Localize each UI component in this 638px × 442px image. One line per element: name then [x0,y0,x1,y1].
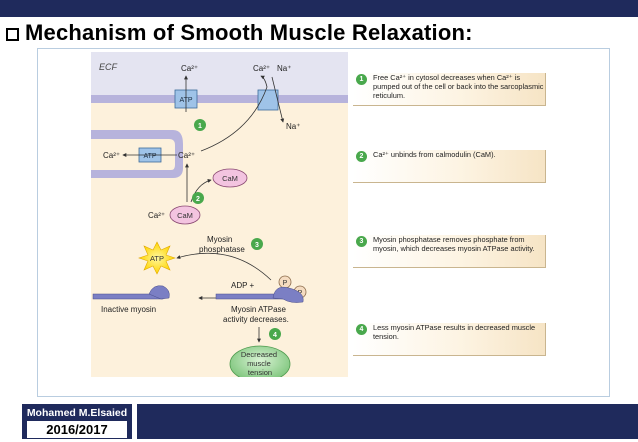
inactive-myosin-head [148,285,170,300]
note-1-text: Free Ca²⁺ in cytosol decreases when Ca²⁺… [373,73,544,100]
note-2-text: Ca²⁺ unbinds from calmodulin (CaM). [373,150,496,159]
bottom-banner [137,404,638,439]
note-3-text: Myosin phosphatase removes phosphate fro… [373,235,535,253]
note-2-shade [353,150,546,183]
ca-left-label: Ca²⁺ [103,151,120,160]
ca-top-left-label: Ca²⁺ [181,64,198,73]
na-top-label: Na⁺ [277,64,291,73]
cytosol-region [91,102,348,377]
note-3: 3 Myosin phosphatase removes phosphate f… [353,235,546,268]
decreased-tension-label: Decreased muscle tension [241,350,279,377]
author-name: Mohamed M.Elsaied [26,407,128,419]
step-2-badge [192,192,204,204]
step-1-badge [194,119,206,131]
step-2-number: 2 [196,196,200,203]
atp-star-label: ATP [150,254,164,263]
myosin-atpase-label: Myosin ATPase activity decreases. [223,305,289,324]
note-3-shade [353,235,546,268]
cam-upper-label: CaM [222,174,238,183]
ca-top-right-label: Ca²⁺ [253,64,270,73]
author-box: Mohamed M.Elsaied 2016/2017 [22,404,132,439]
arrow-cam-release [190,178,212,203]
ecf-region [91,52,348,95]
year-box: 2016/2017 [27,421,127,438]
slide-title: Mechanism of Smooth Muscle Relaxation: [6,20,473,46]
note-3-badge: 3 [356,236,367,247]
note-4-badge: 4 [356,324,367,335]
arrow-ca-out-exchanger [200,75,268,152]
note-4-text: Less myosin ATPase results in decreased … [373,323,536,341]
ca-cam-label: Ca²⁺ [148,211,165,220]
phosphate-1-label: P [283,280,288,287]
note-4: 4 Less myosin ATPase results in decrease… [353,323,546,356]
note-2: 2 Ca²⁺ unbinds from calmodulin (CaM). [353,150,546,183]
active-myosin-head [272,286,304,303]
ecf-label: ECF [99,62,118,72]
step-3-badge [251,238,263,250]
step-4-number: 4 [273,332,277,339]
cell-membrane [91,95,348,103]
arrow-phosphate-removed [176,252,272,281]
academic-year: 2016/2017 [46,422,108,437]
step-4-badge [269,328,281,340]
step-1-number: 1 [198,123,202,130]
note-4-shade [353,323,546,356]
atp-pump-left-label: ATP [143,153,156,160]
note-1-shade [353,73,546,106]
arrow-na-in [271,76,285,123]
adp-plus-label: ADP + [231,281,255,290]
myosin-phosphatase-label: Myosin phosphatase [199,235,245,254]
note-1: 1 Free Ca²⁺ in cytosol decreases when Ca… [353,73,546,106]
sarcoplasmic-reticulum [91,130,183,178]
step-3-number: 3 [255,242,259,249]
na-bottom-label: Na⁺ [286,122,300,131]
cam-lower-label: CaM [177,211,193,220]
note-1-badge: 1 [356,74,367,85]
atp-star-icon [138,241,176,275]
slide-title-text: Mechanism of Smooth Muscle Relaxation: [25,20,473,45]
ca-center-label: Ca²⁺ [178,151,195,160]
bullet-box-icon [6,28,19,41]
top-banner [0,0,638,17]
decreased-tension-bubble [229,345,291,377]
note-2-badge: 2 [356,151,367,162]
cam-lower [169,205,201,225]
cam-upper [212,168,248,188]
inactive-myosin-label: Inactive myosin [101,305,156,314]
relaxation-diagram: ECF ATP Ca²⁺ Ca²⁺ Na⁺ Na⁺ 1 ATP Ca²⁺ Ca²… [91,52,348,377]
